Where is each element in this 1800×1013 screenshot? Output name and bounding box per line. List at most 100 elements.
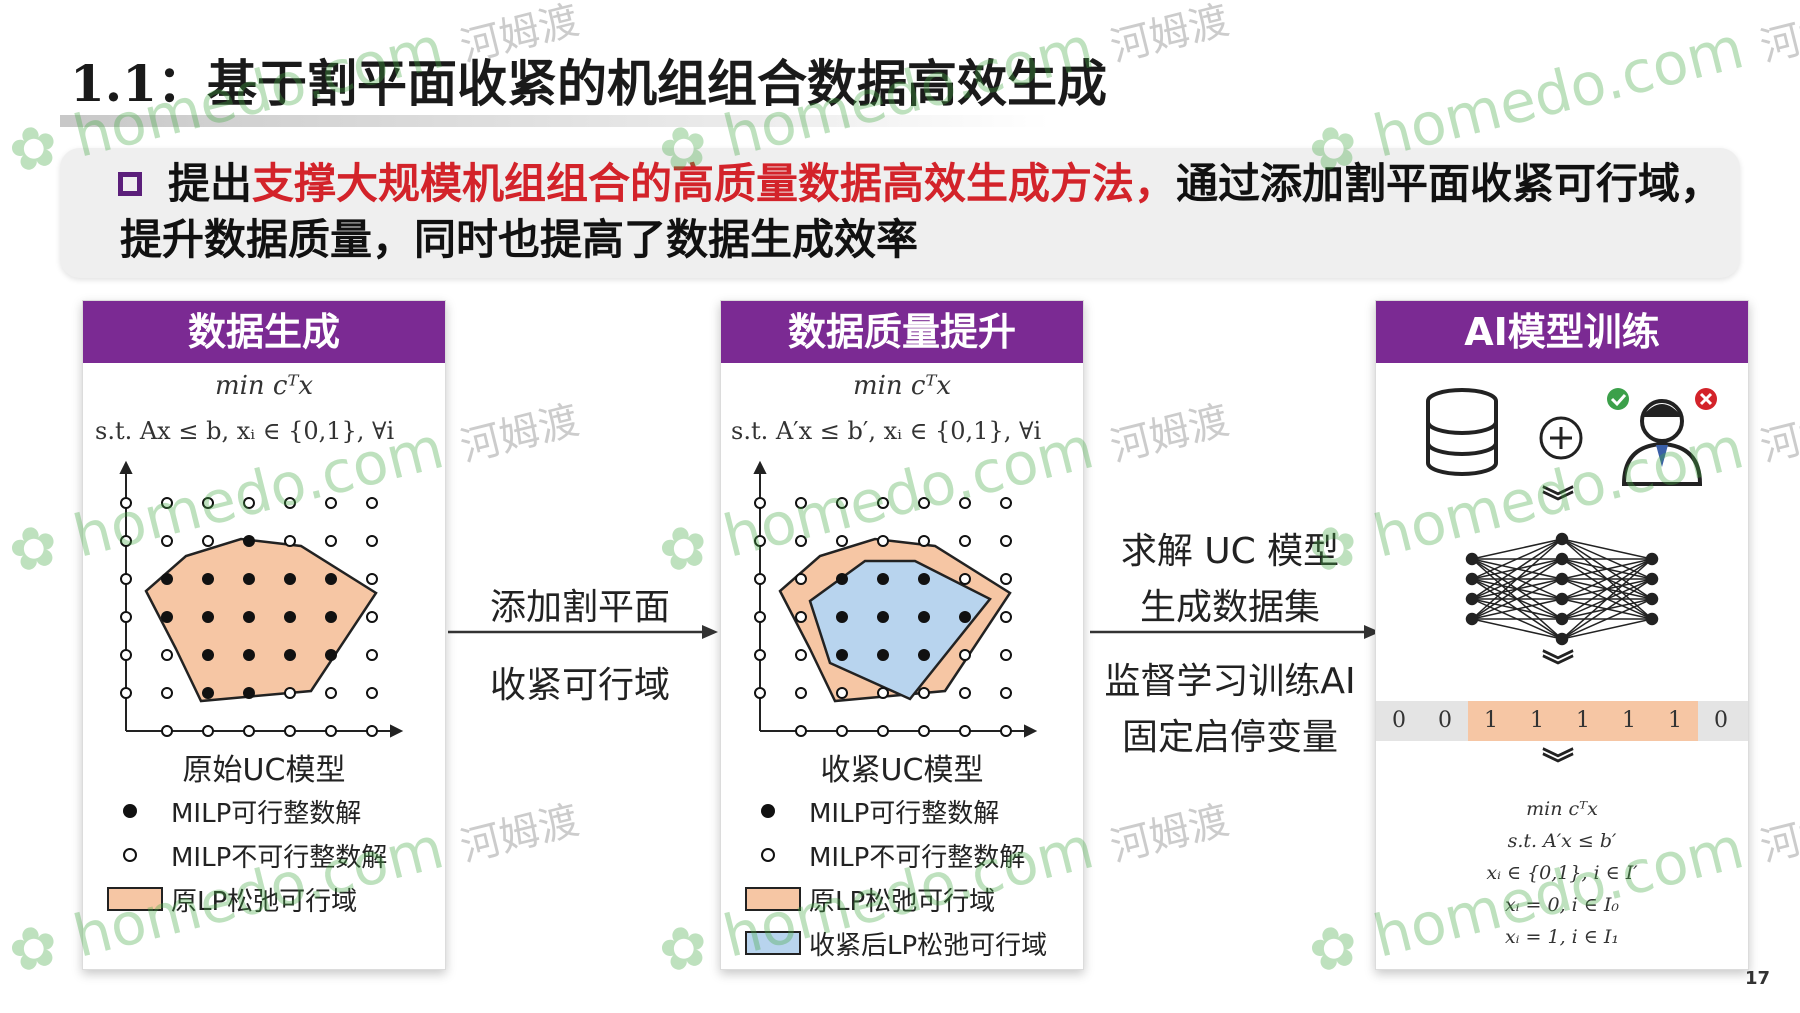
feasible-point	[325, 611, 337, 623]
infeasible-point	[325, 497, 337, 509]
flower-logo-icon: ✿	[651, 509, 716, 587]
infeasible-point	[754, 611, 766, 623]
infeasible-point	[836, 725, 848, 737]
watermark-cn: 河姆渡	[455, 397, 584, 471]
infeasible-point	[1000, 573, 1012, 585]
infeasible-point	[161, 649, 173, 661]
infeasible-point	[120, 649, 132, 661]
infeasible-point	[161, 687, 173, 699]
watermark-cn: 河姆渡	[1105, 397, 1234, 471]
watermark-cn: 河姆渡	[1105, 797, 1234, 871]
chevron-down-icon: ︾	[1542, 745, 1575, 783]
infeasible-point	[325, 725, 337, 737]
feasible-point	[202, 649, 214, 661]
arrow1-line2: 收紧可行域	[489, 665, 670, 706]
feasible-point	[836, 573, 848, 585]
panel-header: 数据生成	[83, 301, 445, 363]
vector-cell: 1	[1530, 708, 1544, 733]
watermark-cn: 河姆渡	[1755, 0, 1800, 71]
infeasible-point	[959, 725, 971, 737]
infeasible-point	[202, 725, 214, 737]
formula-line: xᵢ ∈ {0,1}, i ∈ I′	[1486, 862, 1638, 884]
open-dot-icon	[123, 848, 137, 862]
feasible-point	[325, 649, 337, 661]
legend-label: 收紧后LP松弛可行域	[809, 931, 1048, 961]
objective-formula: min cᵀx	[214, 371, 314, 401]
panel-data-quality: 数据质量提升 min cᵀx s.t. A′x ≤ b′, xᵢ ∈ {0,1}…	[720, 300, 1084, 970]
feasible-point	[243, 535, 255, 547]
infeasible-point	[959, 535, 971, 547]
feasible-point	[877, 649, 889, 661]
flower-logo-icon: ✿	[651, 909, 716, 987]
tightened-lp-region	[808, 559, 992, 701]
infeasible-point	[877, 725, 889, 737]
infeasible-point	[959, 573, 971, 585]
formula-line: xᵢ = 0, i ∈ I₀	[1504, 894, 1620, 916]
fixed-status-vector: 0 0 1 1 1 1 1 0	[1376, 701, 1748, 741]
infeasible-point	[243, 497, 255, 509]
infeasible-point	[284, 725, 296, 737]
vector-cell: 0	[1392, 708, 1406, 733]
filled-dot-icon	[761, 804, 775, 818]
infeasible-point	[795, 649, 807, 661]
model-caption: 原始UC模型	[182, 753, 346, 788]
infeasible-point	[1000, 725, 1012, 737]
page-number: 17	[1744, 968, 1770, 989]
x-axis-arrow-icon	[1024, 724, 1038, 738]
feasible-point	[836, 649, 848, 661]
integer-grid	[754, 497, 1012, 737]
feasible-point	[243, 687, 255, 699]
vector-cell: 0	[1714, 708, 1728, 733]
arrow2-line3: 监督学习训练AI	[1104, 661, 1356, 702]
infeasible-point	[366, 725, 378, 737]
infeasible-point	[918, 535, 930, 547]
legend-label: MILP不可行整数解	[809, 843, 1026, 873]
infeasible-point	[795, 687, 807, 699]
infeasible-point	[1000, 535, 1012, 547]
y-axis-arrow-icon	[753, 460, 767, 474]
vector-cell: 1	[1668, 708, 1682, 733]
orig-lp-region	[144, 537, 378, 703]
infeasible-point	[877, 687, 889, 699]
summary-rest: 通过添加割平面收紧可行域，提升数据质量，同时也提高了数据生成效率	[120, 159, 1723, 264]
infeasible-point	[795, 497, 807, 509]
infeasible-point	[120, 535, 132, 547]
infeasible-point	[161, 725, 173, 737]
infeasible-point	[1000, 687, 1012, 699]
panel-data-generation: 数据生成 min cᵀx s.t. Ax ≤ b, xᵢ ∈ {0,1}, ∀i…	[82, 300, 446, 970]
infeasible-point	[754, 687, 766, 699]
chevron-down-icon: ︾	[1542, 483, 1575, 521]
legend-label: MILP可行整数解	[809, 799, 1000, 829]
infeasible-point	[795, 725, 807, 737]
feasible-point	[243, 649, 255, 661]
infeasible-point	[1000, 649, 1012, 661]
infeasible-point	[754, 497, 766, 509]
open-dot-icon	[761, 848, 775, 862]
infeasible-point	[284, 535, 296, 547]
infeasible-point	[120, 497, 132, 509]
panel-header: 数据质量提升	[721, 301, 1083, 363]
watermark-cn: 河姆渡	[1755, 797, 1800, 871]
constraint-formula: s.t. Ax ≤ b, xᵢ ∈ {0,1}, ∀i	[95, 417, 395, 445]
feasible-region-plot	[119, 460, 404, 738]
legend-label: MILP可行整数解	[171, 799, 362, 829]
panel-header: AI模型训练	[1376, 301, 1748, 363]
infeasible-point	[202, 497, 214, 509]
legend-label: 原LP松弛可行域	[171, 887, 358, 917]
infeasible-point	[366, 649, 378, 661]
tightened-region-plot	[753, 460, 1038, 738]
infeasible-point	[161, 497, 173, 509]
filled-dot-icon	[123, 804, 137, 818]
x-axis-arrow-icon	[390, 724, 404, 738]
summary-highlight: 支撑大规模机组组合的高质量数据高效生成方法，	[252, 159, 1177, 208]
formula-line: s.t. A′x ≤ b′	[1507, 830, 1617, 852]
y-axis-arrow-icon	[119, 460, 133, 474]
tight-region-swatch-icon	[745, 931, 801, 955]
feasible-point	[918, 573, 930, 585]
vector-cell: 1	[1576, 708, 1590, 733]
orig-region-swatch-icon	[745, 887, 801, 911]
infeasible-point	[754, 535, 766, 547]
feasible-point	[877, 573, 889, 585]
objective-formula: min cᵀx	[852, 371, 952, 401]
vector-highlight	[1468, 701, 1698, 741]
